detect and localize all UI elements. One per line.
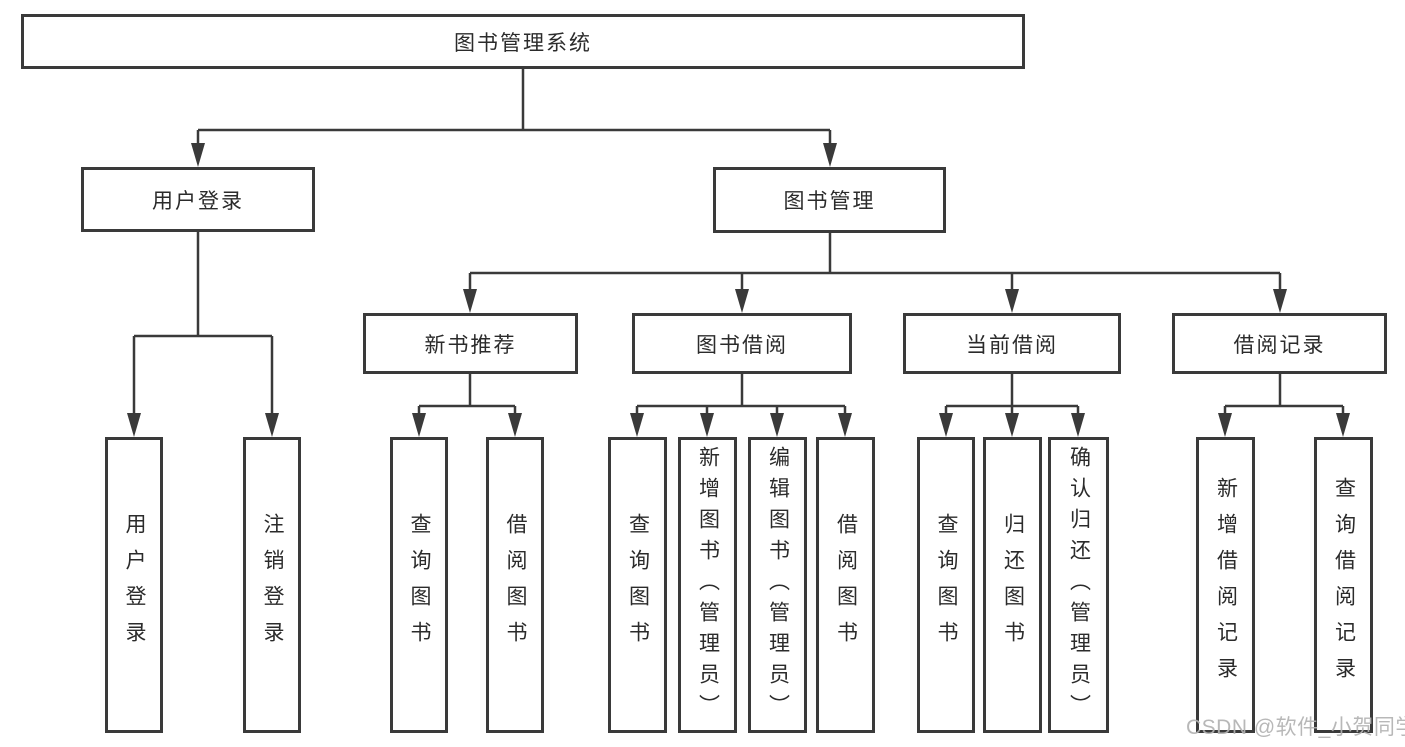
node-current-borrowing-label: 当前借阅 (966, 333, 1058, 357)
leaf-edit-books-admin-label: 编辑图书（管理员） (766, 445, 790, 725)
leaf-add-books-admin-label: 新增图书（管理员） (696, 445, 720, 725)
leaf-edit-books-admin: 编辑图书（管理员） (748, 437, 807, 733)
node-root-label: 图书管理系统 (454, 31, 592, 55)
leaf-recommend-query-books: 查询图书 (390, 437, 448, 733)
node-user-login-label: 用户登录 (152, 189, 244, 213)
leaf-confirm-return-admin: 确认归还（管理员） (1048, 437, 1109, 733)
leaf-current-query-books: 查询图书 (917, 437, 975, 733)
leaf-logout: 注销登录 (243, 437, 301, 733)
leaf-borrow-books-label: 借阅图书 (834, 513, 858, 657)
leaf-add-borrow-record-label: 新增借阅记录 (1214, 477, 1238, 693)
leaf-recommend-borrow-books: 借阅图书 (486, 437, 544, 733)
node-user-login: 用户登录 (81, 167, 315, 232)
leaf-borrow-query-books: 查询图书 (608, 437, 667, 733)
csdn-watermark: CSDN @软件_小贺同学 (1186, 716, 1405, 739)
leaf-return-books-label: 归还图书 (1001, 513, 1025, 657)
arrowhead-icons (127, 143, 1350, 437)
node-current-borrowing: 当前借阅 (903, 313, 1121, 374)
node-book-borrowing: 图书借阅 (632, 313, 852, 374)
leaf-recommend-query-books-label: 查询图书 (408, 513, 431, 657)
node-book-borrowing-label: 图书借阅 (696, 333, 788, 357)
node-borrowing-records-label: 借阅记录 (1233, 333, 1326, 357)
leaf-return-books: 归还图书 (983, 437, 1042, 733)
leaf-borrow-query-books-label: 查询图书 (626, 513, 650, 657)
leaf-add-borrow-record: 新增借阅记录 (1196, 437, 1255, 733)
node-borrowing-records: 借阅记录 (1172, 313, 1387, 374)
node-book-management: 图书管理 (713, 167, 946, 233)
leaf-borrow-books: 借阅图书 (816, 437, 875, 733)
leaf-recommend-borrow-books-label: 借阅图书 (504, 513, 527, 657)
node-new-book-recommendation: 新书推荐 (363, 313, 578, 374)
leaf-user-login: 用户登录 (105, 437, 163, 733)
leaf-query-borrow-record: 查询借阅记录 (1314, 437, 1373, 733)
node-new-book-recommendation-label: 新书推荐 (424, 333, 517, 357)
leaf-logout-label: 注销登录 (261, 513, 284, 657)
leaf-current-query-books-label: 查询图书 (935, 513, 958, 657)
leaf-query-borrow-record-label: 查询借阅记录 (1332, 477, 1356, 693)
node-book-management-label: 图书管理 (783, 190, 876, 213)
leaf-confirm-return-admin-label: 确认归还（管理员） (1067, 445, 1091, 725)
node-root: 图书管理系统 (21, 14, 1025, 69)
leaf-add-books-admin: 新增图书（管理员） (678, 437, 737, 733)
leaf-user-login-label: 用户登录 (123, 513, 146, 657)
